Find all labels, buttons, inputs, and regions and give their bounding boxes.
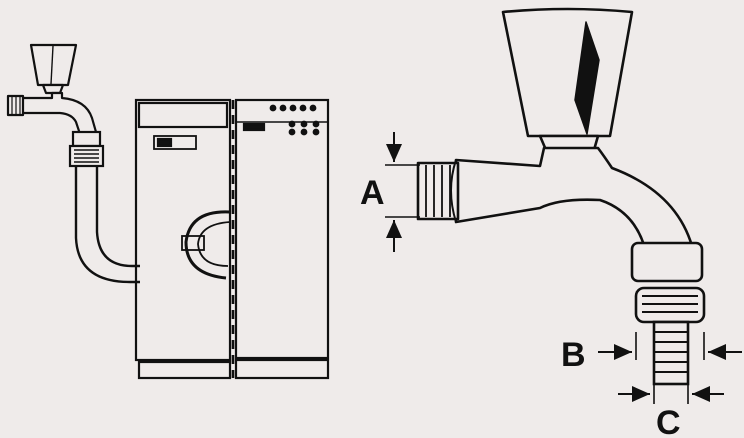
small-coupling bbox=[68, 130, 105, 168]
large-tap-thread bbox=[416, 161, 460, 221]
dimension-label-b: B bbox=[561, 336, 586, 374]
large-tap-handle bbox=[501, 7, 634, 138]
small-tap bbox=[6, 43, 98, 136]
dimension-b bbox=[598, 332, 742, 360]
machine-side bbox=[234, 98, 330, 360]
washing-machine bbox=[134, 98, 330, 380]
dimension-label-c: C bbox=[656, 404, 681, 438]
dimension-a bbox=[385, 132, 420, 252]
machine-door bbox=[184, 210, 231, 280]
large-tap-body bbox=[454, 146, 694, 254]
dimension-c bbox=[618, 384, 724, 404]
coupling-nut bbox=[630, 241, 704, 283]
machine-front bbox=[134, 98, 232, 362]
large-coupling bbox=[630, 241, 706, 386]
inlet-hose bbox=[74, 166, 140, 284]
dimension-label-a: A bbox=[360, 174, 385, 212]
machine-base bbox=[137, 360, 232, 380]
tap-handle bbox=[29, 43, 78, 87]
tap-body bbox=[20, 91, 98, 136]
large-tap bbox=[416, 7, 694, 254]
